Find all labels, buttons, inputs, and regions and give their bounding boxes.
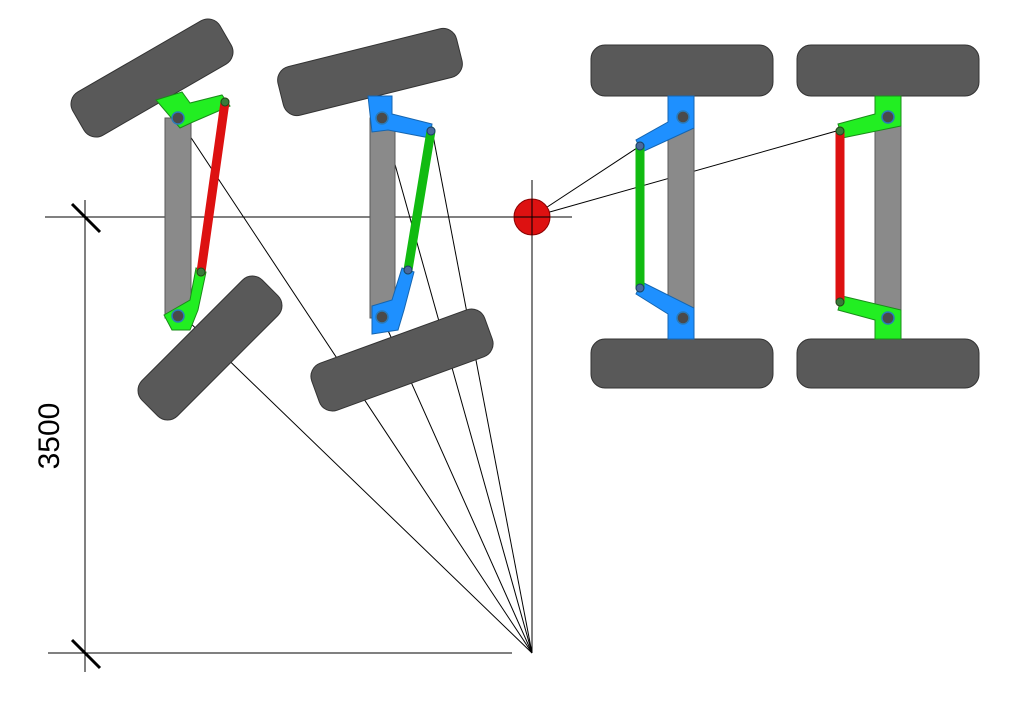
tie-rod-joint xyxy=(635,141,645,151)
tire xyxy=(137,275,283,421)
tie-rod xyxy=(403,126,436,275)
tie-rod-joint xyxy=(426,126,436,136)
tie-rod-joint xyxy=(220,97,230,107)
kingpin xyxy=(171,309,185,323)
dimension-marker: 3500 xyxy=(33,202,102,670)
axle-2-turned xyxy=(277,27,494,412)
kingpin xyxy=(881,110,895,124)
tire xyxy=(70,18,234,138)
kingpin xyxy=(676,110,690,124)
kingpin xyxy=(171,111,185,125)
tire xyxy=(796,338,980,389)
axle-4-straight xyxy=(796,44,980,389)
tie-rod-extension-line xyxy=(531,145,641,218)
steering-ray xyxy=(431,129,533,654)
tire xyxy=(310,308,494,412)
tire xyxy=(796,44,980,97)
kingpin xyxy=(375,310,389,324)
dimension-label: 3500 xyxy=(33,403,66,470)
tie-rod-joint xyxy=(835,297,845,307)
axle-beam xyxy=(874,95,902,340)
kingpin xyxy=(881,311,895,325)
steering-ray xyxy=(381,117,533,654)
kingpin xyxy=(676,311,690,325)
tie-rod xyxy=(196,97,230,277)
dimension-tick-top xyxy=(70,202,102,234)
axle-3-straight xyxy=(590,44,774,389)
tie-rod-joint xyxy=(196,267,206,277)
axle-beam xyxy=(164,117,192,319)
kingpin xyxy=(375,111,389,125)
steering-ray xyxy=(183,316,533,654)
dimension-tick-bottom xyxy=(70,638,102,670)
axle-1-turned xyxy=(70,18,283,421)
tie-rod-joint xyxy=(403,265,413,275)
tie-rod-joint xyxy=(835,126,845,136)
turning-center xyxy=(513,180,551,236)
tire xyxy=(590,44,774,97)
tire xyxy=(590,338,774,389)
axle-beam xyxy=(369,117,396,319)
tie-rod-joint xyxy=(635,283,645,293)
